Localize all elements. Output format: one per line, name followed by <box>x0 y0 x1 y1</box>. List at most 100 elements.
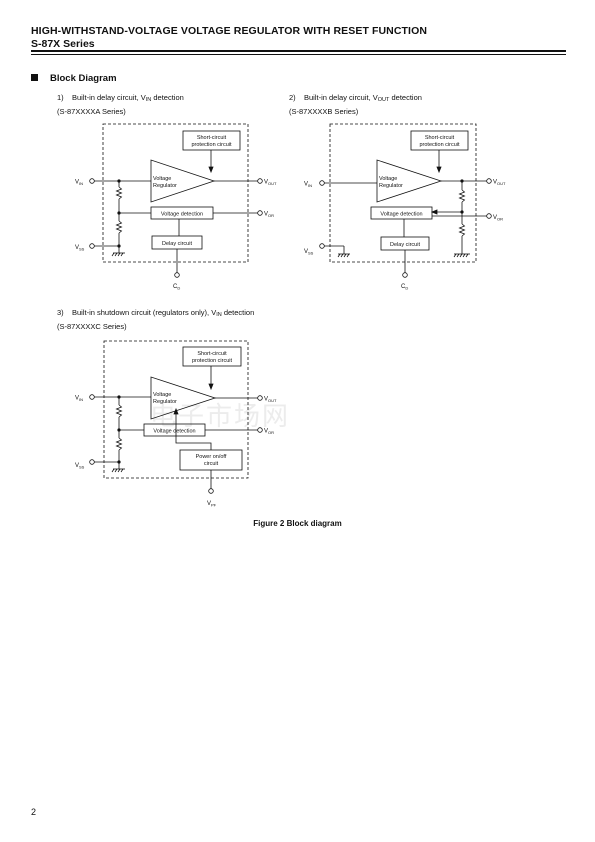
diagram-2-ground-hatch <box>337 253 341 258</box>
diagram-3-subcaption: (S-87XXXXC Series) <box>57 322 127 331</box>
diagram-3-ground-hatch <box>117 468 121 473</box>
diagram-1-vin-terminal <box>89 178 95 184</box>
diagram-1-resistor-bottom <box>115 220 123 234</box>
diagram-2-ground-hatch <box>453 253 457 258</box>
diagram-2-subcaption: (S-87XXXXB Series) <box>289 107 359 116</box>
diagram-1-cd-terminal <box>174 272 180 278</box>
header-rule-thin <box>31 54 566 55</box>
diagram-3-regulator-label-1: Voltage <box>153 392 171 398</box>
diagram-3-caption: 3) Built-in shutdown circuit (regulators … <box>57 307 254 332</box>
diagram-1: Short-circuit protection circuit Voltage… <box>75 123 277 291</box>
diagram-3-resistor-top <box>115 404 123 418</box>
diagram-3-power-link <box>175 411 212 450</box>
diagram-3-regulator-label-2: Regulator <box>153 399 177 405</box>
diagram-3-vin-terminal <box>89 394 95 400</box>
diagram-2-ground-hatch <box>459 253 463 258</box>
diagram-2-ground-hatch <box>462 253 466 258</box>
diagram-3-number: 3) <box>57 308 64 317</box>
diagram-2-vss-label: VSS <box>304 249 314 256</box>
header-rule-thick <box>31 50 566 52</box>
diagram-2-vin-label: VIN <box>304 182 312 189</box>
diagram-3-vpf-terminal <box>208 488 214 494</box>
square-bullet-icon <box>31 74 38 81</box>
diagram-3-arrow-icon <box>208 383 214 391</box>
diagram-1-node <box>117 244 121 248</box>
diagram-2-ic-boundary <box>329 123 477 263</box>
page-number: 2 <box>31 807 37 817</box>
diagram-3-vss-label: VSS <box>75 463 85 470</box>
diagram-1-vor-label: VOR <box>264 212 274 219</box>
diagram-3-protection-label-2: protection circuit <box>192 358 233 364</box>
diagram-3-vss-terminal <box>89 459 95 465</box>
diagram-3-vor-label: VOR <box>264 429 274 436</box>
diagram-2-caption-text: Built-in delay circuit, V <box>304 93 378 102</box>
diagram-3-vout-label: VOUT <box>264 397 277 404</box>
diagram-3-vout-terminal <box>257 395 263 401</box>
diagram-3-caption-sub: IN <box>216 312 222 318</box>
diagram-3-caption-text: Built-in shutdown circuit (regulators on… <box>72 308 217 317</box>
diagram-1-caption-sub: IN <box>145 97 152 103</box>
diagram-2: Short-circuit protection circuit Voltage… <box>304 123 506 291</box>
diagram-3-detection-label: Voltage detection <box>153 429 195 435</box>
diagram-1-caption-post: detection <box>151 93 184 102</box>
diagram-1-ic-boundary <box>102 123 249 263</box>
diagram-3-ground-hatch <box>114 468 118 473</box>
diagram-2-vss-terminal <box>319 243 325 249</box>
diagram-3-vin-label: VIN <box>75 396 83 403</box>
diagram-1-regulator-label-1: Voltage <box>153 176 171 182</box>
diagram-2-protection-label-2: protection circuit <box>419 142 460 148</box>
document-series: S-87X Series <box>31 38 95 50</box>
diagram-3-protection-block <box>182 346 242 367</box>
diagram-3-ground-hatch <box>111 468 115 473</box>
diagram-1-protection-label-1: Short-circuit <box>197 135 227 141</box>
diagram-2-regulator-label-1: Voltage <box>379 176 397 182</box>
diagram-2-vin-terminal <box>319 180 325 186</box>
diagram-2-resistor-bottom <box>458 223 466 237</box>
diagram-2-protection-block <box>410 130 469 151</box>
diagram-2-vout-terminal <box>486 178 492 184</box>
diagram-1-protection-label-2: protection circuit <box>191 142 232 148</box>
diagram-1-protection-block <box>182 130 241 151</box>
section-heading: Block Diagram <box>31 73 117 84</box>
diagram-3-ic-boundary <box>103 340 249 479</box>
diagram-2-ground-hatch <box>456 253 460 258</box>
diagram-3-node <box>117 460 121 464</box>
diagram-2-ground-hatch <box>465 253 469 258</box>
diagram-1-number: 1) <box>57 93 64 102</box>
diagram-1-vout-label: VOUT <box>264 180 277 187</box>
diagram-2-vor-terminal <box>486 213 492 219</box>
diagram-2-regulator-label-2: Regulator <box>379 183 403 189</box>
diagram-3-vpf-label: VPF <box>207 501 217 508</box>
diagram-2-vout-label: VOUT <box>493 180 506 187</box>
section-title: Block Diagram <box>50 73 117 84</box>
diagram-1-vout-terminal <box>257 178 263 184</box>
diagram-3-ground-hatch <box>120 468 124 473</box>
diagram-2-vor-label: VOR <box>493 215 503 222</box>
diagram-3-protection-label-1: Short-circuit <box>197 351 227 357</box>
diagram-2-detection-block <box>370 206 433 220</box>
diagram-3-power-block <box>179 449 243 471</box>
diagram-1-vss-terminal <box>89 243 95 249</box>
diagram-1-regulator-label-2: Regulator <box>153 183 177 189</box>
diagram-2-caption-post: detection <box>389 93 422 102</box>
diagram-2-arrow-icon <box>430 209 438 215</box>
diagram-2-cd-terminal <box>402 272 408 278</box>
diagram-1-ground-hatch <box>117 252 121 257</box>
diagram-1-delay-label: Delay circuit <box>162 241 192 247</box>
diagram-2-delay-label: Delay circuit <box>390 242 420 248</box>
document-title: HIGH-WITHSTAND-VOLTAGE VOLTAGE REGULATOR… <box>31 25 428 37</box>
diagram-1-vin-label: VIN <box>75 180 83 187</box>
diagram-2-ground-hatch <box>346 253 350 258</box>
diagram-2-detection-label: Voltage detection <box>380 212 422 218</box>
diagram-2-ground-hatch <box>343 253 347 258</box>
watermark: 电子市场网 <box>150 402 291 432</box>
diagram-2-number: 2) <box>289 93 296 102</box>
diagram-3-regulator-amplifier <box>150 376 217 420</box>
diagram-1-caption-text: Built-in delay circuit, V <box>72 93 146 102</box>
diagram-3-resistor-bottom <box>115 437 123 451</box>
diagram-1-resistor-top <box>115 186 123 200</box>
diagram-2-regulator-amplifier <box>376 159 443 203</box>
diagram-1-vor-terminal <box>257 210 263 216</box>
diagram-2-resistor-top <box>458 189 466 203</box>
